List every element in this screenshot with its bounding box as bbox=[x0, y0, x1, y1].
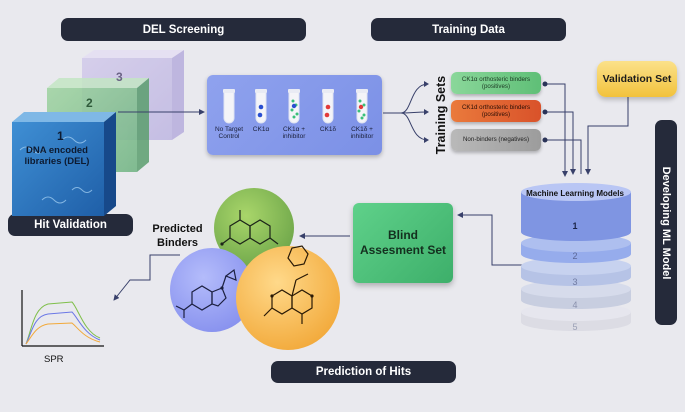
spr-sensorgram bbox=[21, 290, 104, 347]
molecule-blue-circle bbox=[170, 248, 254, 332]
del-cube-2-label: 2 bbox=[86, 96, 93, 110]
predicted-molecules bbox=[170, 188, 340, 350]
model-layer-1 bbox=[521, 183, 631, 241]
header-developing-ml-model: Developing ML Model bbox=[655, 120, 677, 325]
tube-ck1d-inhibitor bbox=[356, 89, 368, 124]
validation-set-box: Validation Set bbox=[597, 61, 677, 97]
spr-label: SPR bbox=[44, 354, 64, 365]
del-cube-1-label: 1 bbox=[57, 129, 64, 143]
training-box-non-binders: Non-binders (negatives) bbox=[451, 129, 541, 151]
tube-no-target bbox=[223, 89, 235, 124]
blind-assessment-set-box: Blind Assesment Set bbox=[353, 203, 453, 283]
predicted-binders-label: Predicted Binders bbox=[152, 223, 203, 250]
header-hit-validation: Hit Validation bbox=[8, 214, 133, 236]
spr-curve-blue bbox=[25, 311, 101, 345]
training-sets-title: Training Sets bbox=[434, 75, 448, 155]
ml-model-stack bbox=[521, 183, 631, 331]
del-library-cubes bbox=[12, 50, 184, 216]
tube-label-no-target: No Target Control bbox=[214, 126, 244, 140]
header-prediction-of-hits: Prediction of Hits bbox=[271, 361, 456, 383]
tube-ck1a-inhibitor bbox=[288, 89, 300, 124]
tube-label-ck1d: CK1δ bbox=[319, 126, 337, 133]
del-library-text: DNA encoded libraries (DEL) bbox=[24, 145, 90, 167]
training-box-dots bbox=[542, 81, 548, 143]
ml-models-title: Machine Learning Models bbox=[526, 189, 624, 198]
molecule-orange-circle bbox=[236, 246, 340, 350]
model-layer-5-label: 5 bbox=[572, 322, 578, 332]
spr-curve-orange bbox=[25, 322, 101, 345]
header-training-data: Training Data bbox=[371, 18, 566, 41]
model-layer-2-label: 2 bbox=[572, 251, 578, 261]
tubes-drawing bbox=[223, 89, 368, 124]
del-cube-3-label: 3 bbox=[116, 70, 123, 84]
spr-curve-green bbox=[25, 301, 101, 345]
training-box-ck1a-positives: CK1α orthosteric binders (positives) bbox=[451, 72, 541, 94]
header-del-screening: DEL Screening bbox=[61, 18, 306, 41]
tube-label-ck1d-inhibitor: CK1δ + inhibitor bbox=[350, 126, 374, 140]
tube-ck1a bbox=[255, 89, 267, 124]
model-layer-4-label: 4 bbox=[572, 300, 578, 310]
model-layer-3-label: 3 bbox=[572, 277, 578, 287]
tube-ck1d bbox=[322, 89, 334, 124]
del-cube-1 bbox=[12, 112, 116, 216]
training-box-ck1d-positives: CK1d orthosteric binders (positives) bbox=[451, 100, 541, 122]
model-layer-1-label: 1 bbox=[572, 221, 578, 231]
tube-label-ck1a: CK1α bbox=[252, 126, 270, 133]
tube-label-ck1a-inhibitor: CK1α + inhibitor bbox=[282, 126, 306, 140]
